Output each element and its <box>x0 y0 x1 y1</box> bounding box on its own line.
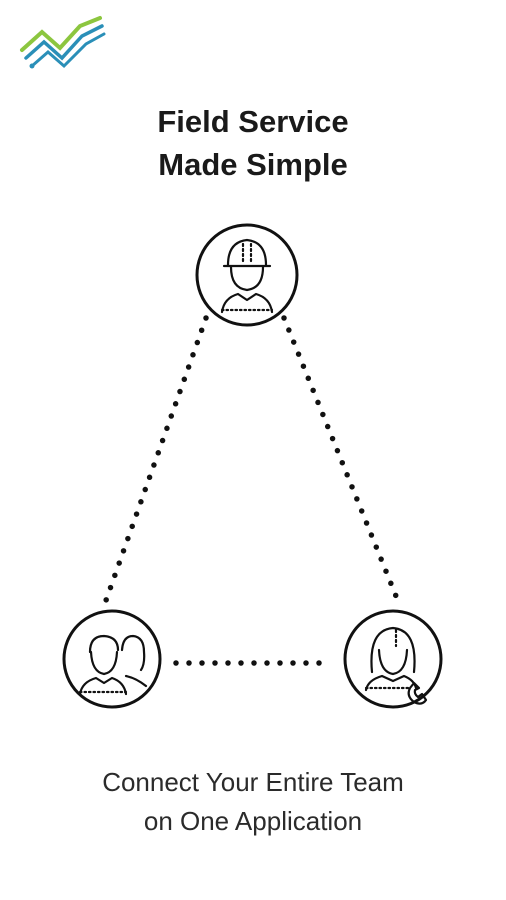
tagline-line-2: on One Application <box>143 806 363 836</box>
connector-top-right <box>281 315 403 609</box>
dotted-connectors <box>101 315 403 666</box>
page-title-line-2: Made Simple <box>158 147 348 182</box>
customers-node <box>62 609 162 709</box>
connector-top-left <box>101 315 209 609</box>
tagline: Connect Your Entire Team on One Applicat… <box>0 763 506 841</box>
dispatcher-phone-icon <box>364 626 428 705</box>
tagline-line-1: Connect Your Entire Team <box>102 767 404 797</box>
hardhat-worker-icon <box>220 238 274 314</box>
dispatcher-node <box>343 609 443 709</box>
page-title: Field Service Made Simple <box>0 100 506 186</box>
page-title-line-1: Field Service <box>157 104 349 139</box>
trend-lines-logo-icon <box>20 16 106 69</box>
field-technician-node <box>195 223 299 327</box>
customers-icon <box>78 634 148 696</box>
